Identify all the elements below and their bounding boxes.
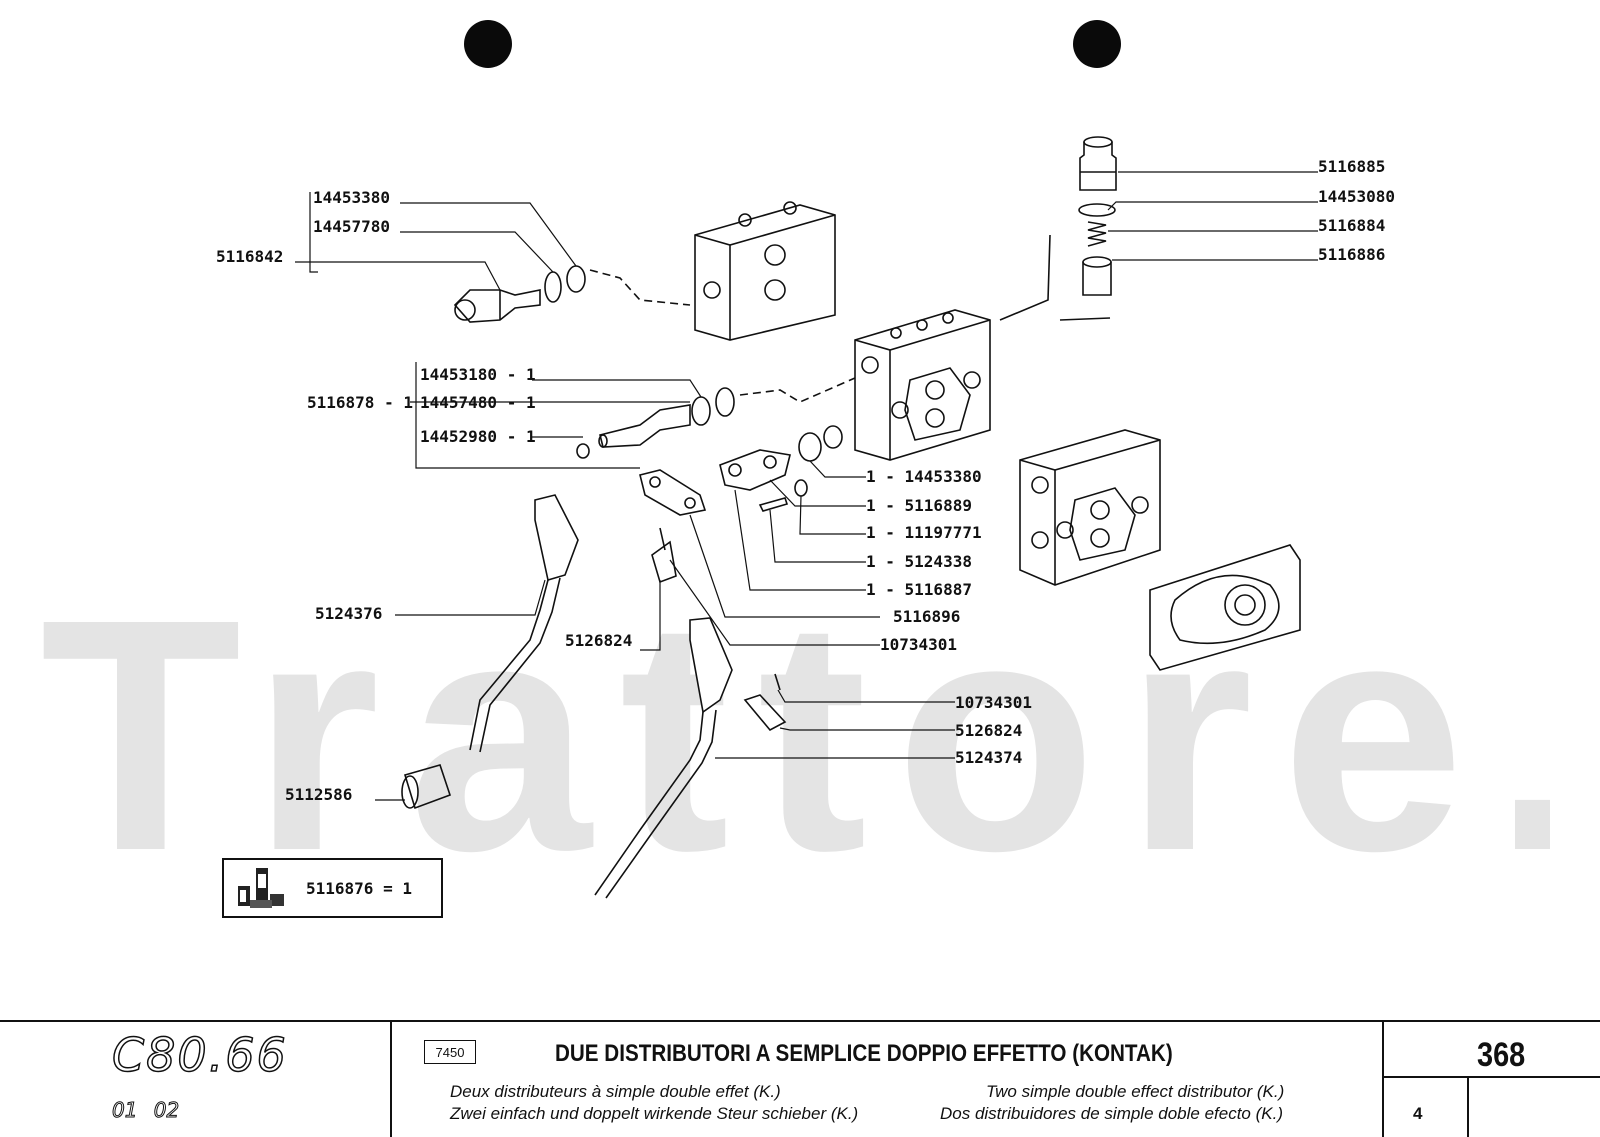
model-name: C80.66 <box>111 1027 288 1083</box>
sheet-number: 4 <box>1413 1104 1423 1123</box>
leader-1 <box>999 234 1051 321</box>
page-title: DUE DISTRIBUTORI A SEMPLICE DOPPIO EFFET… <box>555 1040 1173 1067</box>
seal-ring-5 <box>798 432 822 462</box>
relief-valve-5116885 <box>1079 136 1117 191</box>
part-label-5112586: 5112586 <box>285 785 352 804</box>
washer-11197771 <box>794 479 808 497</box>
fitting-5116842 <box>453 289 541 323</box>
part-label-1-14453380: 1 - 14453380 <box>866 467 982 486</box>
part-label-5126824-upper: 5126824 <box>565 631 632 650</box>
pin-5126824-lower <box>743 694 787 732</box>
divider-3 <box>1382 1076 1600 1078</box>
part-label-5116842: 5116842 <box>216 247 283 266</box>
part-label-10734301-lower: 10734301 <box>955 693 1032 712</box>
part-label-1-11197771: 1 - 11197771 <box>866 523 982 542</box>
part-label-14452980: 14452980 - 1 <box>420 427 536 446</box>
divider-4 <box>1467 1077 1469 1137</box>
leader-dash-1 <box>589 269 691 306</box>
seal-ring-1 <box>544 271 562 303</box>
spool-5116878 <box>598 404 691 448</box>
spring-5116884 <box>1087 221 1107 247</box>
seal-ring-4 <box>715 387 735 417</box>
part-label-14453180: 14453180 - 1 <box>420 365 536 384</box>
seal-ring-3 <box>691 396 711 426</box>
subtitle-de: Zwei einfach und doppelt wirkende Steur … <box>450 1104 859 1123</box>
part-label-5126824-lower: 5126824 <box>955 721 1022 740</box>
leader-dash-2 <box>739 377 856 403</box>
exploded-parts-diagram: 14453380 14457780 5116842 5116885 144530… <box>216 136 1395 899</box>
distributor-body-main <box>854 309 991 461</box>
seal-ring-2 <box>566 265 586 293</box>
distributor-block-upper <box>694 201 836 341</box>
divider-1 <box>390 1022 392 1137</box>
model-cell: C80.66 01 02 <box>0 1022 390 1137</box>
subtitle-fr: Deux distributeurs à simple double effet… <box>450 1082 781 1101</box>
part-label-5124374: 5124374 <box>955 748 1022 767</box>
leader-2 <box>1059 317 1111 321</box>
end-cover <box>1149 544 1301 671</box>
grip-5112586 <box>401 764 452 810</box>
part-label-14457780: 14457780 <box>313 217 390 236</box>
split-pin-10734301-lower <box>774 673 781 691</box>
part-label-14453380: 14453380 <box>313 188 390 207</box>
reference-code: 7450 <box>424 1040 476 1064</box>
split-pin-10734301-upper <box>659 527 666 551</box>
seal-ring-6 <box>823 425 843 449</box>
part-label-1-5124338: 1 - 5124338 <box>866 552 972 571</box>
distributor-body-right <box>1019 429 1161 586</box>
seat-5116886 <box>1082 256 1112 296</box>
model-variants: 01 02 <box>111 1098 180 1123</box>
lever-5124376 <box>469 494 579 753</box>
part-label-5116878: 5116878 - 1 <box>307 393 413 412</box>
repair-kit-label: 5116876 = 1 <box>306 879 412 898</box>
binder-hole-right <box>1073 20 1121 68</box>
lever-5124374 <box>594 617 733 899</box>
bolt-5124338 <box>758 497 789 512</box>
part-label-5116885: 5116885 <box>1318 157 1385 176</box>
circlip-14452980 <box>576 443 590 459</box>
part-label-1-5116887: 1 - 5116887 <box>866 580 972 599</box>
part-label-5116884: 5116884 <box>1318 216 1385 235</box>
subtitle-es: Dos distribuidores de simple doble efect… <box>940 1104 1283 1123</box>
title-block: C80.66 01 02 7450 DUE DISTRIBUTORI A SEM… <box>0 1020 1600 1137</box>
part-label-14457480: 14457480 - 1 <box>420 393 536 412</box>
linkage-5116889 <box>719 449 791 491</box>
callout-leaders <box>295 171 1318 801</box>
repair-kit-icon <box>238 868 284 908</box>
subtitle-en: Two simple double effect distributor (K.… <box>986 1082 1285 1101</box>
repair-kit-box: 5116876 = 1 <box>222 858 443 918</box>
o-ring-14453080 <box>1078 203 1116 217</box>
binder-hole-left <box>464 20 512 68</box>
link-plate-5116896 <box>639 469 707 516</box>
part-label-5124376: 5124376 <box>315 604 382 623</box>
part-label-10734301-upper: 10734301 <box>880 635 957 654</box>
part-label-5116886: 5116886 <box>1318 245 1385 264</box>
part-label-1-5116889: 1 - 5116889 <box>866 496 972 515</box>
page-number: 368 <box>1477 1036 1526 1074</box>
divider-2 <box>1382 1022 1384 1137</box>
part-label-14453080: 14453080 <box>1318 187 1395 206</box>
part-label-5116896: 5116896 <box>893 607 960 626</box>
